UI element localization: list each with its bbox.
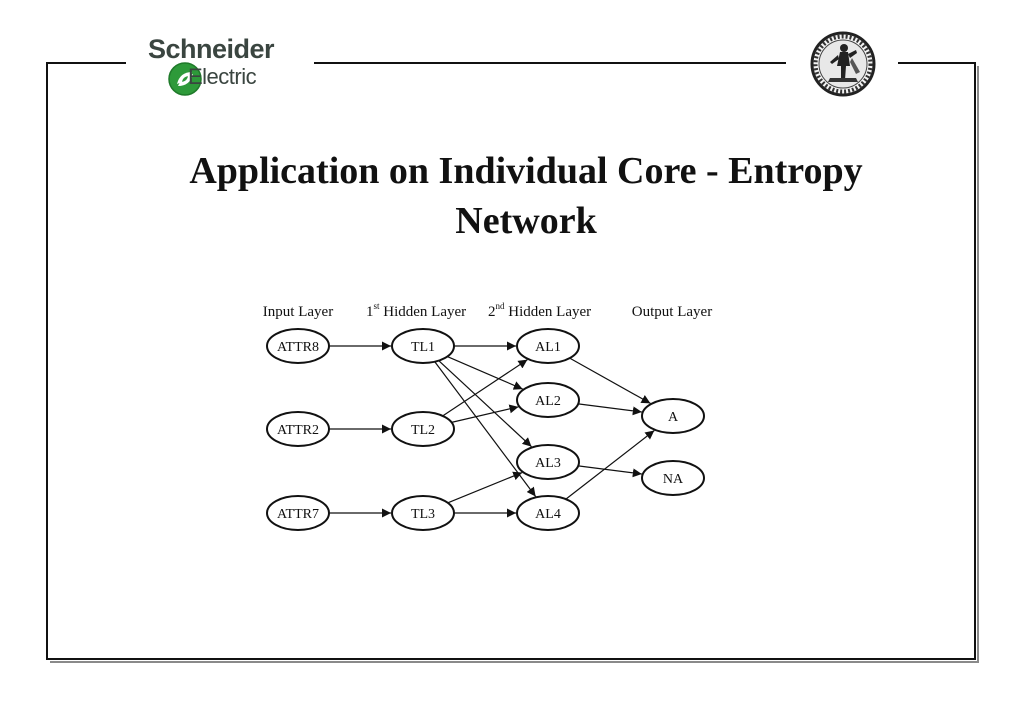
node-ellipse xyxy=(391,411,455,447)
logo-brand-line1: Schneider xyxy=(148,34,275,64)
schneider-logo-mark-icon xyxy=(168,62,202,96)
edge-tl2-to-al1 xyxy=(442,359,528,417)
node-al2: AL2 xyxy=(516,382,580,418)
node-ellipse xyxy=(266,495,330,531)
layer-labels-group: Input Layer 1st Hidden Layer 2nd Hidden … xyxy=(263,301,712,320)
node-label: TL3 xyxy=(411,507,435,522)
frame-top-left xyxy=(46,62,126,64)
frame-top-middle xyxy=(314,62,786,64)
node-ellipse xyxy=(516,444,580,480)
slide-title: Application on Individual Core - Entropy… xyxy=(189,150,863,242)
edge-tl1-to-al2 xyxy=(447,355,523,390)
node-al1: AL1 xyxy=(516,328,580,364)
node-label: AL4 xyxy=(535,507,561,522)
edge-al1-to-a xyxy=(569,357,651,404)
node-label: AL3 xyxy=(535,456,561,471)
edge-tl2-to-al2 xyxy=(451,404,519,423)
layer-label-output: Output Layer xyxy=(632,304,712,320)
node-ellipse xyxy=(516,328,580,364)
node-ellipse xyxy=(266,411,330,447)
node-ellipse xyxy=(391,495,455,531)
node-al4: AL4 xyxy=(516,495,580,531)
edges-group xyxy=(329,341,655,518)
node-ellipse xyxy=(391,328,455,364)
frame-bottom xyxy=(46,658,976,660)
layer-label-hidden2: 2nd Hidden Layer xyxy=(488,301,591,320)
logo-brand-line2: Electric xyxy=(188,64,257,89)
frame-shadow-bottom xyxy=(50,661,979,663)
node-a: A xyxy=(641,398,705,434)
node-tl1: TL1 xyxy=(391,328,455,364)
node-ellipse xyxy=(641,460,705,496)
frame-left xyxy=(46,62,48,660)
node-label: TL1 xyxy=(411,340,435,355)
frame-top-right xyxy=(898,62,976,64)
node-label: ATTR7 xyxy=(277,507,319,522)
node-label: AL1 xyxy=(535,340,561,355)
frame-right xyxy=(974,62,976,660)
node-label: NA xyxy=(663,472,684,487)
node-attr7: ATTR7 xyxy=(266,495,330,531)
edge-tl1-to-al3 xyxy=(438,360,532,448)
frame-shadow-right xyxy=(977,66,979,663)
node-ellipse xyxy=(641,398,705,434)
university-seal xyxy=(800,28,886,100)
edge-tl3-to-al3 xyxy=(447,471,523,504)
layer-label-input: Input Layer xyxy=(263,304,333,320)
node-label: ATTR8 xyxy=(277,340,319,355)
layer-label-hidden1: 1st Hidden Layer xyxy=(366,301,466,320)
node-tl3: TL3 xyxy=(391,495,455,531)
node-label: ATTR2 xyxy=(277,423,319,438)
node-ellipse xyxy=(266,328,330,364)
node-tl2: TL2 xyxy=(391,411,455,447)
node-attr2: ATTR2 xyxy=(266,411,330,447)
schneider-electric-logo: Schneider Electric xyxy=(140,34,300,100)
node-label: AL2 xyxy=(535,394,561,409)
edge-al3-to-na xyxy=(578,465,642,478)
node-al3: AL3 xyxy=(516,444,580,480)
university-seal-icon xyxy=(810,31,876,97)
node-label: A xyxy=(668,410,679,425)
node-na: NA xyxy=(641,460,705,496)
node-ellipse xyxy=(516,495,580,531)
edge-al2-to-a xyxy=(578,403,642,416)
edge-al4-to-a xyxy=(565,430,655,500)
node-label: TL2 xyxy=(411,423,435,438)
node-attr8: ATTR8 xyxy=(266,328,330,364)
node-ellipse xyxy=(516,382,580,418)
